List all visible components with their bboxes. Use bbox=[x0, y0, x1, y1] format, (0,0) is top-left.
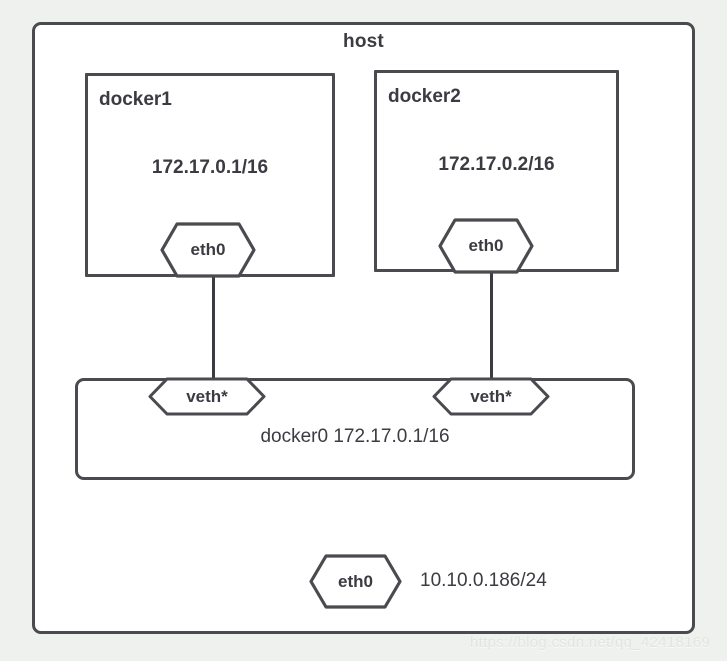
container-name-docker1: docker1 bbox=[99, 89, 172, 110]
connector-line-docker1-to-bridge bbox=[212, 277, 215, 381]
hexagon-shape-icon bbox=[432, 377, 550, 416]
interface-hexagon-docker1-eth0: eth0 bbox=[160, 222, 256, 278]
interface-hexagon-bridge-veth-right: veth* bbox=[432, 377, 550, 416]
container-ip-docker2: 172.17.0.2/16 bbox=[438, 154, 555, 175]
hexagon-shape-icon bbox=[438, 218, 534, 274]
connector-line-docker2-to-bridge bbox=[490, 272, 493, 381]
hexagon-shape-icon bbox=[148, 377, 266, 416]
interface-hexagon-bridge-veth-left: veth* bbox=[148, 377, 266, 416]
host-label: host bbox=[343, 31, 384, 52]
bridge-label-docker0: docker0 172.17.0.1/16 bbox=[260, 426, 450, 447]
hexagon-shape-icon bbox=[160, 222, 256, 278]
watermark-text: https://blog.csdn.net/qq_42418169 bbox=[470, 634, 711, 651]
container-ip-docker1: 172.17.0.1/16 bbox=[151, 157, 269, 178]
container-name-docker2: docker2 bbox=[388, 86, 461, 107]
interface-hexagon-docker2-eth0: eth0 bbox=[438, 218, 534, 274]
hexagon-shape-icon bbox=[309, 554, 402, 609]
interface-hexagon-host-eth0: eth0 bbox=[309, 554, 402, 609]
host-nic-ip-label: 10.10.0.186/24 bbox=[420, 570, 547, 591]
